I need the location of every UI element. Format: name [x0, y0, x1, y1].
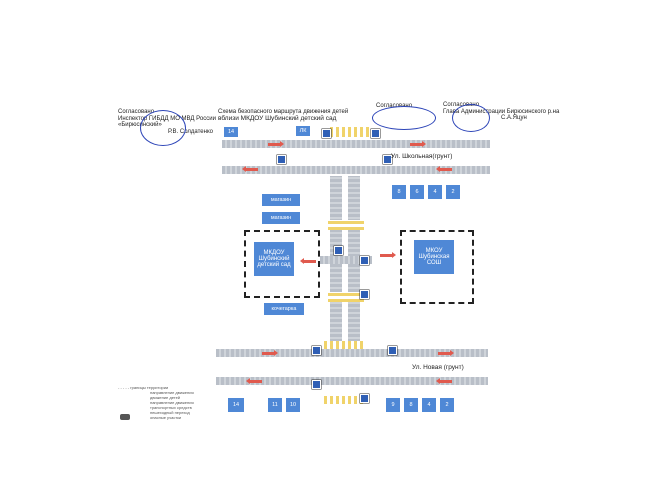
house-bottom-right: 4 [422, 398, 436, 412]
crossing-sign-icon [322, 129, 331, 138]
house-top-left-14: 14 [224, 127, 238, 137]
crossing-sign-icon [383, 155, 392, 164]
traffic-arrow-icon [436, 378, 452, 384]
road-top-upper [222, 140, 490, 148]
traffic-arrow-icon [242, 166, 258, 172]
children-route-arrow-icon [300, 258, 316, 264]
signature-left [140, 110, 186, 146]
traffic-arrow-icon [436, 166, 452, 172]
crossing-sign-icon [360, 394, 369, 403]
crossing-bottom [324, 341, 366, 349]
building-kindergarten: МКДОУ Шубинский детский сад [254, 242, 294, 276]
traffic-arrow-icon [268, 141, 284, 147]
house-top-right: 4 [428, 185, 442, 199]
building-boiler: кочегарка [264, 303, 304, 315]
legend: - - - - - границы территории направление… [118, 385, 194, 420]
crossing-sign-icon [312, 346, 321, 355]
kindergarten-boundary [244, 230, 320, 298]
house-top-left-lk: ЛК [296, 126, 310, 136]
road-top-lower [222, 166, 490, 174]
building-shop-2: магазин [262, 212, 300, 224]
crossing-central-lower [328, 292, 364, 302]
crossing-sign-icon [312, 380, 321, 389]
house-bottom-left: 10 [286, 398, 300, 412]
house-top-right: 8 [392, 185, 406, 199]
signature-right [452, 104, 490, 132]
crossing-sign-icon [277, 155, 286, 164]
legend-item: направление движения [150, 390, 194, 395]
crossing-top [330, 127, 370, 137]
legend-item: направление движения [150, 400, 194, 405]
signature-mid [372, 106, 436, 130]
document-title-line2: вблизи МКДОУ Шубинский детский сад [218, 114, 337, 122]
crossing-sign-icon [334, 246, 343, 255]
house-bottom-right: 8 [404, 398, 418, 412]
building-shop-1: магазин [262, 194, 300, 206]
road-bottom-upper [216, 349, 488, 357]
crossing-sign-icon [360, 290, 369, 299]
traffic-arrow-icon [246, 378, 262, 384]
crossing-sign-icon [371, 129, 380, 138]
document-title: Схема безопасного маршрута движения дете… [218, 109, 348, 122]
approval-right-line2: Глава Администрации Бирюсинского р.на [443, 108, 560, 115]
legend-bus-icon [120, 414, 130, 420]
school-boundary [400, 230, 474, 304]
house-bottom-left: 11 [268, 398, 282, 412]
road-bottom-lower [216, 377, 488, 385]
approval-left-line4: Р.В. Солдатенко [168, 128, 213, 135]
house-bottom-right: 9 [386, 398, 400, 412]
legend-item: движение детей [150, 395, 181, 400]
crossing-bottom-2 [324, 396, 366, 404]
house-top-right: 2 [446, 185, 460, 199]
building-school: МКОУ Шубинская СОШ [414, 240, 454, 274]
children-route-arrow-icon [380, 252, 396, 258]
traffic-arrow-icon [438, 350, 454, 356]
approval-left-line1: Согласовано [118, 109, 155, 115]
house-top-right: 6 [410, 185, 424, 199]
legend-item: транспортных средств [150, 405, 192, 410]
street-label-bottom: Ул. Новая (грунт) [412, 364, 464, 371]
approval-left-line3: «Бирюсинский» [118, 122, 162, 128]
house-bottom-left: 14 [228, 398, 244, 412]
street-label-top: Ул. Школьная(грунт) [391, 153, 453, 160]
traffic-arrow-icon [410, 141, 426, 147]
crossing-sign-icon [388, 346, 397, 355]
road-central-cross [320, 256, 372, 264]
document-title-line1: Схема безопасного маршрута движения дете… [218, 109, 349, 115]
legend-item: опасные участки [150, 415, 182, 420]
house-bottom-right: 2 [440, 398, 454, 412]
crossing-central-upper [328, 220, 364, 230]
legend-item: пешеходный переход [150, 410, 190, 415]
approval-right-line3: С.А.Яцун [501, 115, 527, 121]
traffic-arrow-icon [262, 350, 278, 356]
crossing-sign-icon [360, 256, 369, 265]
legend-item: - - - - - границы территории [118, 385, 169, 390]
